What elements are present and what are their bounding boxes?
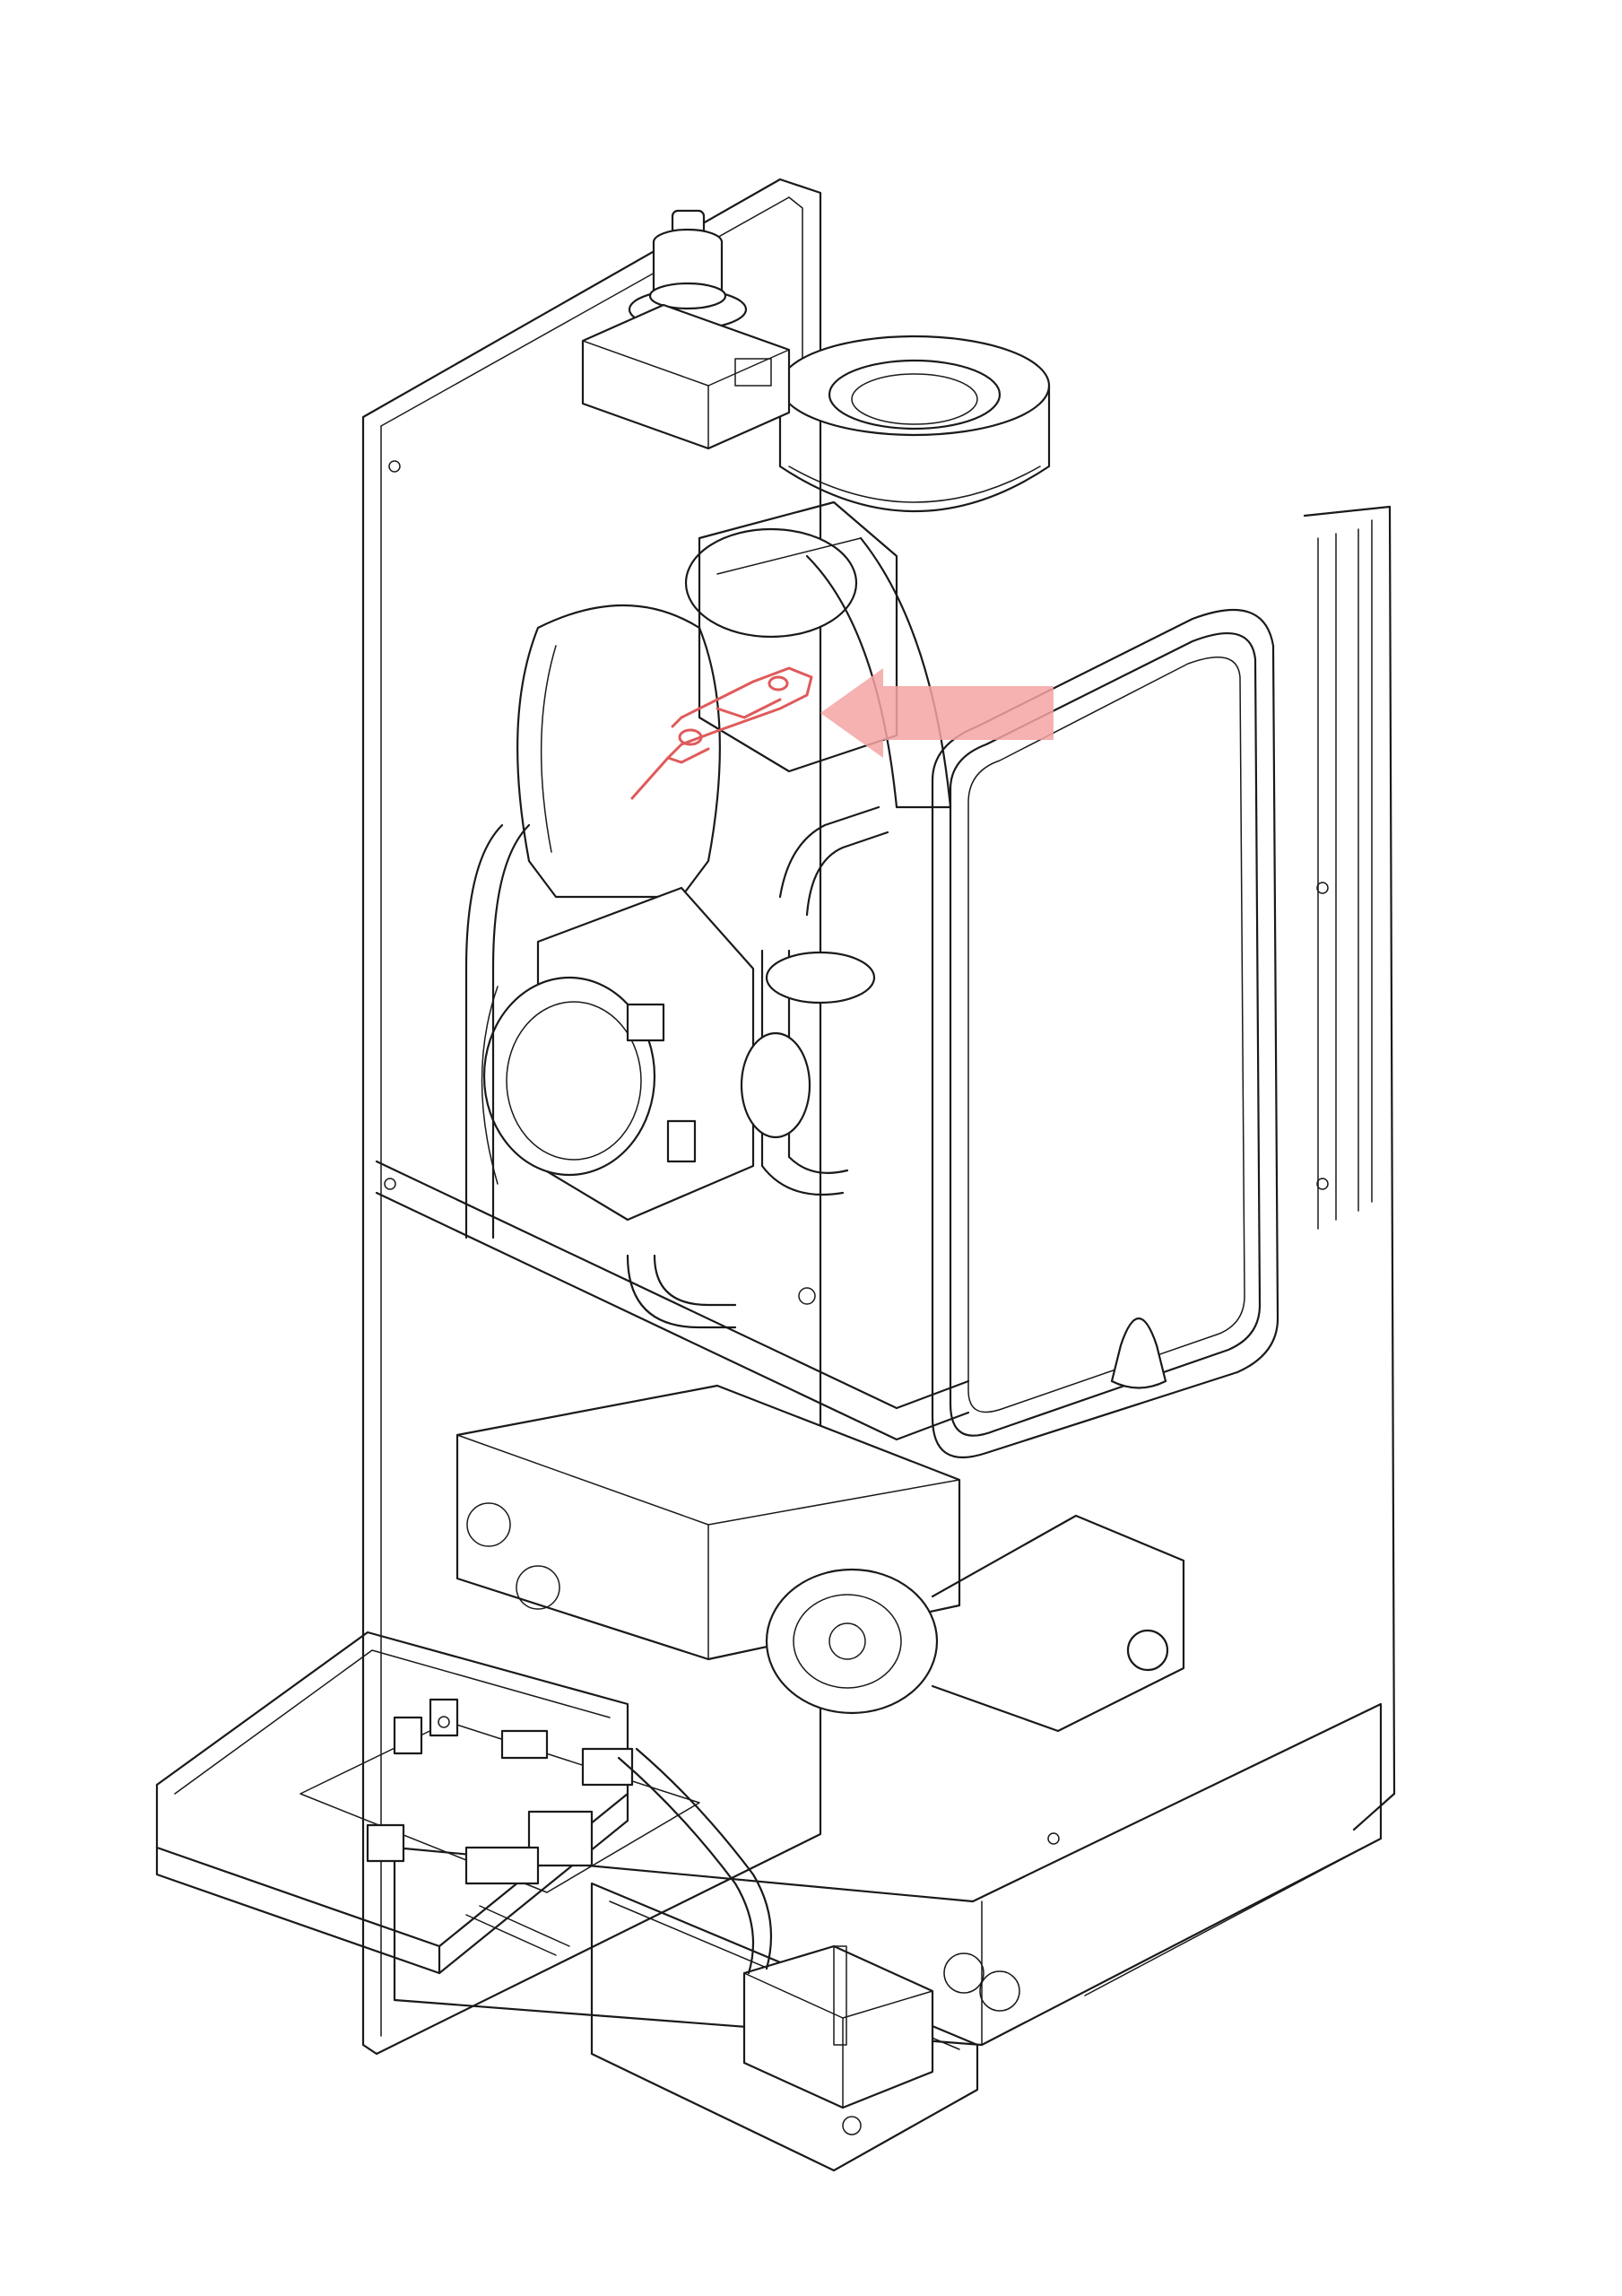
fan-assembly [481,886,755,1222]
pump [765,1514,1185,1733]
boiler-casing [361,178,1396,2056]
pointer-arrow [820,668,1054,758]
air-vent [628,209,748,331]
ignition-electrode-highlight [630,666,813,800]
gas-valve-top [581,303,791,450]
control-box [155,1631,979,2172]
burner-assembly [516,500,952,899]
water-pipes [464,805,889,1329]
